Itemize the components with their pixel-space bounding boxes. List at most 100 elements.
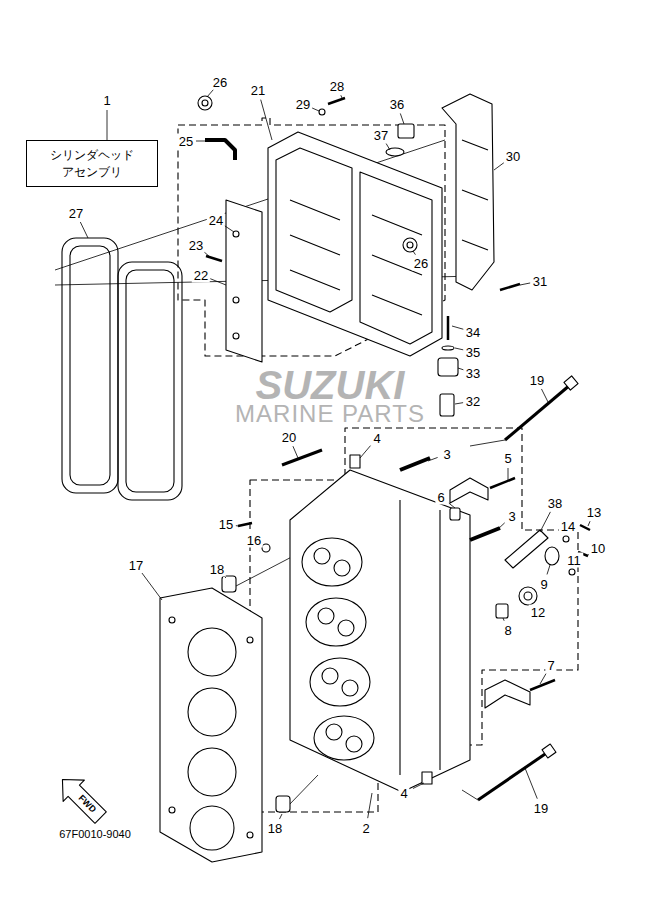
head-gasket (169, 617, 175, 623)
callout-number: 21 (249, 83, 267, 98)
head-cover-gasket (118, 262, 182, 500)
cover-plate (226, 200, 262, 362)
head-gasket (169, 807, 175, 813)
leader-line (368, 793, 372, 818)
callout-number: 1 (101, 93, 112, 108)
callout-number: 15 (217, 517, 235, 532)
callout-number: 3 (441, 447, 452, 462)
leader-line (503, 618, 504, 621)
sensor (440, 394, 454, 416)
small-parts-side (569, 569, 575, 575)
leader-line (540, 674, 546, 684)
callout-number: 13 (585, 505, 603, 520)
callout-number: 38 (546, 496, 564, 511)
cap (485, 680, 530, 708)
head-gasket (160, 588, 262, 862)
watermark: MARINE PARTS (235, 402, 425, 426)
callout-number: 19 (528, 373, 546, 388)
small-parts-top (319, 109, 325, 115)
callout-number: 4 (398, 786, 409, 801)
guide-line (288, 775, 318, 806)
leader-line (279, 814, 282, 819)
group-outline (250, 428, 578, 812)
callout-number: 3 (506, 509, 517, 524)
bracket (442, 94, 494, 290)
leader-line (413, 783, 424, 789)
guide-line (470, 440, 505, 446)
callout-number: 7 (545, 658, 556, 673)
leader-line (508, 468, 509, 480)
leader-line (588, 521, 590, 526)
bracket (462, 140, 488, 250)
callout-number: 22 (192, 268, 210, 283)
leader-line (428, 457, 438, 461)
cylinder-head (306, 598, 366, 646)
callout-number: 11 (565, 553, 583, 568)
cap (450, 478, 555, 708)
small-parts-top (198, 96, 417, 252)
small-parts-top (386, 148, 404, 156)
callout-number: 18 (266, 821, 284, 836)
callout-number: 30 (504, 149, 522, 164)
small-parts-side (222, 576, 236, 592)
cylinder-head (334, 560, 350, 576)
head-gasket (160, 588, 262, 862)
head-gasket (188, 748, 236, 796)
cylinder-head (314, 716, 374, 760)
callout-number: 2 (360, 821, 371, 836)
cylinder-head (318, 608, 334, 624)
leader-line (142, 573, 162, 600)
sensor (447, 316, 450, 340)
leader-line (210, 279, 226, 285)
leader-line (413, 251, 415, 255)
small-parts-side (524, 592, 532, 600)
cap (530, 680, 555, 690)
head-gasket (190, 806, 234, 850)
cover-plate (206, 256, 222, 261)
cover-plate (206, 200, 262, 362)
head-cover (360, 172, 432, 344)
callout-number: 12 (529, 605, 547, 620)
leader-line (360, 446, 371, 458)
title-box: シリンダヘッド アセンブリ (26, 140, 158, 187)
cap (450, 478, 488, 503)
head-gasket (188, 628, 236, 676)
callout-number: 18 (208, 562, 226, 577)
head-cover-gasket (70, 246, 110, 485)
head-cover (268, 132, 442, 356)
callout-number: 26 (211, 75, 229, 90)
callout-number: 23 (187, 238, 205, 253)
head-gasket (247, 832, 253, 838)
bolt (238, 376, 578, 800)
cylinder-head (310, 658, 370, 706)
head-cover (268, 132, 442, 356)
small-parts-side (545, 547, 559, 565)
leader-line (312, 108, 319, 111)
cylinder-head (314, 548, 330, 564)
cylinder-head (342, 680, 358, 696)
bolt (470, 528, 500, 540)
callout-number: 33 (464, 366, 482, 381)
cylinder-head (322, 668, 338, 684)
leader-line (341, 95, 342, 98)
bolt (238, 523, 252, 526)
cylinder-head (350, 455, 360, 468)
leader-line (400, 113, 404, 124)
callout-number: 14 (559, 519, 577, 534)
cap (490, 478, 515, 488)
cylinder-head (422, 772, 432, 784)
bracket (442, 94, 520, 290)
small-parts-top (407, 242, 413, 248)
callout-number: 4 (371, 431, 382, 446)
callout-number: 26 (412, 256, 430, 271)
callout-number: 24 (207, 213, 225, 228)
small-parts-side (496, 604, 508, 618)
callout-number: 27 (67, 206, 85, 221)
callout-number: 35 (464, 345, 482, 360)
callout-number: 36 (388, 97, 406, 112)
leader-line (540, 512, 550, 532)
leader-line (525, 768, 537, 799)
